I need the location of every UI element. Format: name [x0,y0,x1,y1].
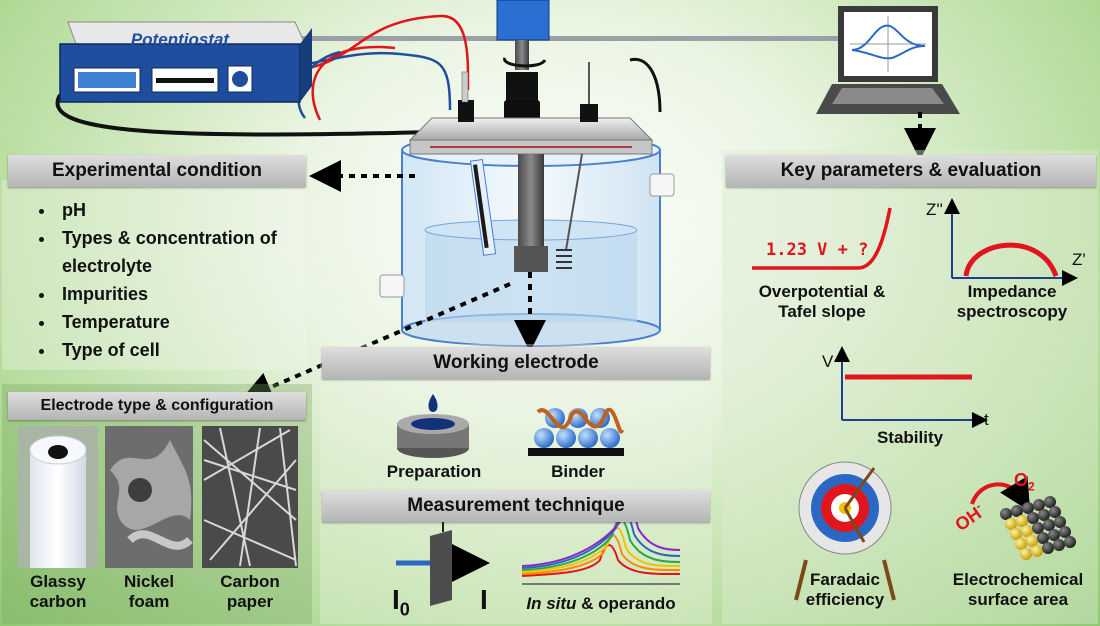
insitu-italic: In situ [526,594,577,613]
lattice-atom [1053,539,1065,551]
i0-subscript: 0 [399,599,410,620]
carbon-paper-photo [202,426,298,568]
ecsa-o2-sub: 2 [1028,479,1035,494]
lattice-atom [1054,516,1066,528]
lattice-atom [1064,536,1076,548]
rotation-arrow-icon [503,57,547,68]
lattice-atom [1011,505,1023,517]
binder-icon [528,407,624,456]
condition-item: Type of cell [56,336,336,364]
condition-item: Impurities [56,280,336,308]
ecsa-o2-label: O2 [1014,470,1035,494]
stability-label: Stability [876,428,944,447]
rotator-motor [496,0,550,126]
lattice-atom [1027,512,1039,524]
stability-x-label: t [984,410,989,429]
i-label: I [480,584,488,615]
lattice-atom [1043,519,1055,531]
glassy-carbon-label: Glassy carbon [29,572,87,612]
preparation-icon [397,394,469,458]
lattice-atom [1042,542,1054,554]
potentiostat-device [59,21,312,103]
preparation-label: Preparation [386,462,482,481]
lattice-atom [1016,515,1028,527]
condition-item: Temperature [56,308,336,336]
center-panel-bg [320,344,712,624]
overpotential-value: 1.23 V + ? [766,240,869,260]
stability-chart [834,346,988,428]
black-wire [55,94,431,137]
transmission-icon [396,520,490,606]
nickel-foam-photo [105,426,193,568]
overpotential-label: Overpotential & Tafel slope [758,282,886,322]
experimental-condition-header: Experimental condition [8,155,306,187]
working-electrode-header: Working electrode [322,347,710,379]
impedance-chart [944,198,1078,286]
red-wire [299,14,470,91]
electrode-type-header: Electrode type & configuration [8,392,306,420]
lattice-atom [1044,496,1056,508]
condition-item: pH [56,196,336,224]
lattice-atom [1022,502,1034,514]
lattice-atom [1032,522,1044,534]
experimental-condition-list: pH Types & concentration of electrolyte … [30,196,336,364]
lattice-atom [1015,538,1027,550]
lattice-atom [1048,529,1060,541]
lattice-atom [1026,535,1038,547]
i0-symbol: I [392,584,400,615]
impedance-y-label: Z'' [926,200,943,219]
rotator-cable [300,36,860,41]
dotted-arrows [240,112,936,403]
target-icon [794,461,896,601]
key-parameters-header: Key parameters & evaluation [726,155,1096,187]
overpotential-chart [752,207,892,270]
cables [55,14,860,137]
lattice-atom [1031,545,1043,557]
insitu-rest: & operando [576,594,676,613]
lattice-atom [1059,526,1071,538]
insitu-operando-label: In situ & operando [516,594,686,614]
laptop [816,6,960,114]
lattice-atom [1033,499,1045,511]
nickel-foam-label: Nickel foam [123,572,175,612]
lattice-atom [1010,528,1022,540]
black-wire-2 [629,57,662,113]
impedance-label: Impedance spectroscopy [956,282,1068,322]
working-electrode-rod [518,154,544,249]
lattice-atom [1000,508,1012,520]
ecsa-o2: O [1014,470,1029,490]
carbon-paper-label: Carbon paper [220,572,280,612]
ecsa-label: Electrochemical surface area [952,570,1084,610]
lattice-atom [1037,532,1049,544]
condition-item: Types & concentration of electrolyte [56,224,336,280]
experimental-panel-bg [2,180,307,370]
lattice-atom [1021,525,1033,537]
ecsa-icon [970,476,1076,560]
lattice-atom [1049,506,1061,518]
i0-label: I0 [392,584,410,621]
lattice-atom [1020,548,1032,560]
red-wire-2 [311,45,396,121]
glassy-carbon-photo [18,426,98,568]
lattice-atom [1038,509,1050,521]
binder-label: Binder [551,462,605,481]
stability-y-label: V [822,352,834,371]
faradaic-label: Faradaic efficiency [805,570,885,610]
lattice-atom [1005,518,1017,530]
impedance-x-label: Z' [1072,250,1086,269]
potentiostat-label: Potentiostat [130,30,230,49]
measurement-technique-header: Measurement technique [322,490,710,522]
